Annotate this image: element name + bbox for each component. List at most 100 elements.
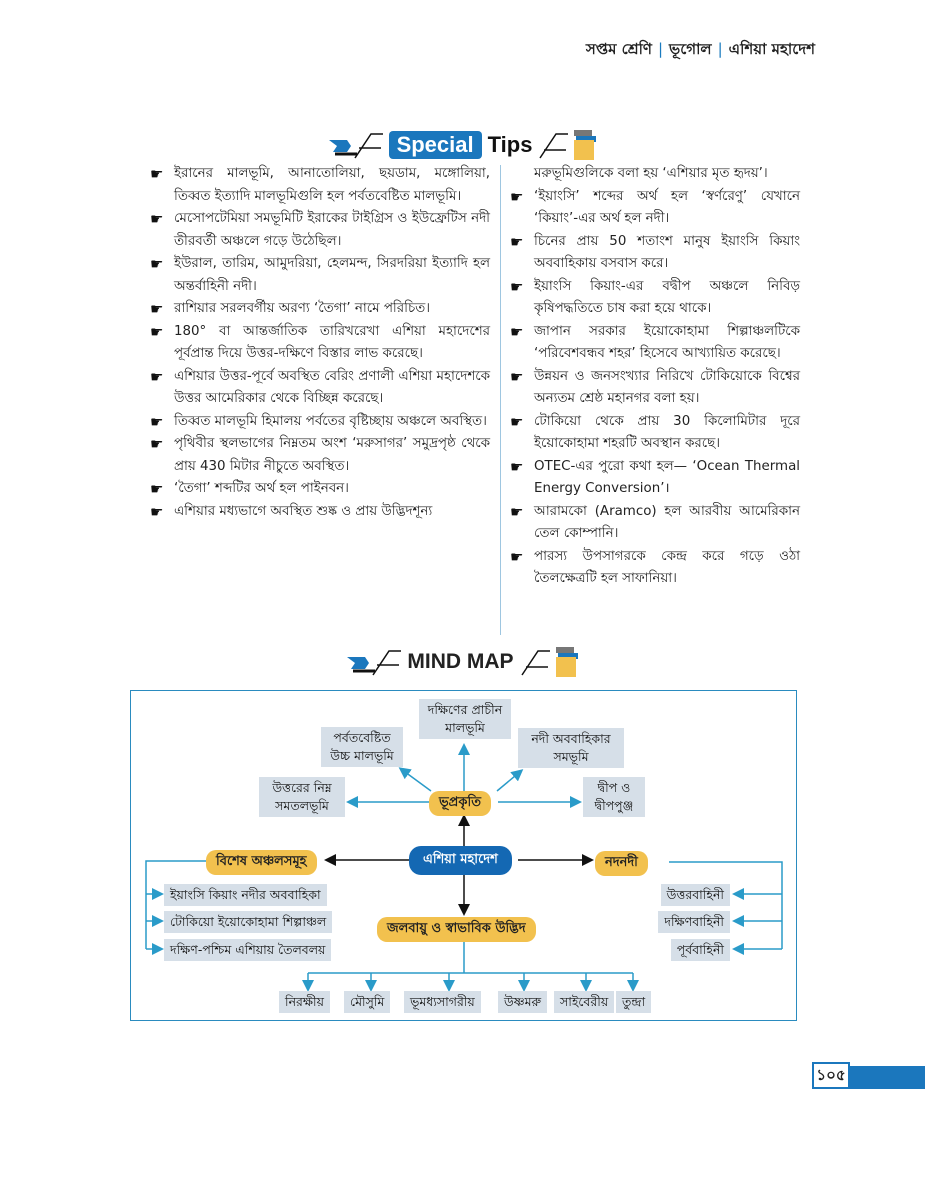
tip-text: ইরানের মালভূমি, আনাতোলিয়া, ছয়ডাম, মঙ্গ…: [174, 166, 490, 204]
tip-item: ☛ পারস্য উপসাগরকে কেন্দ্র করে গড়ে ওঠা তৈ…: [510, 546, 800, 591]
pointing-hand-icon: ☛: [150, 435, 164, 453]
tip-item: ☛ ইউরাল, তারিম, আমুদরিয়া, হেলমন্দ, সিরদর…: [150, 253, 490, 298]
pointing-hand-icon: ☛: [510, 232, 524, 251]
pointing-hand-icon: ☛: [150, 480, 164, 498]
folder-icon: [539, 130, 597, 160]
node-rivers: নদনদী: [595, 851, 648, 876]
tip-item: ☛ এশিয়ার উত্তর-পূর্বে অবস্থিত বেরিং প্রণ…: [150, 366, 490, 411]
tip-item: ☛ ইরানের মালভূমি, আনাতোলিয়া, ছয়ডাম, মঙ্…: [150, 163, 490, 208]
pointing-hand-icon: ☛: [150, 255, 164, 273]
tip-text: এশিয়ার মধ্যভাগে অবস্থিত শুষ্ক ও প্রায় …: [174, 503, 433, 519]
tip-item: ☛ 180° বা আন্তর্জাতিক তারিখরেখা এশিয়া মহ…: [150, 321, 490, 366]
tip-text: আরামকো (Aramco) হল আরবীয় আমেরিকান তেল ক…: [534, 503, 800, 542]
tip-item: ☛ রাশিয়ার সরলবর্গীয় অরণ্য ‘তৈগা’ নামে প…: [150, 298, 490, 321]
header-separator: |: [657, 40, 664, 58]
tip-text: চিনের প্রায় 50 শতাংশ মানুষ ইয়াংসি কিয়…: [534, 233, 800, 272]
node-tokyo-yokohama: টোকিয়ো ইয়োকোহামা শিল্পাঞ্চল: [164, 911, 333, 933]
tip-item: ☛ জাপান সরকার ইয়োকোহামা শিল্পাঞ্চলটিকে ‘…: [510, 321, 800, 366]
node-northern-lowland: উত্তরের নিম্ন সমতলভূমি: [259, 777, 345, 817]
node-yangtze-basin: ইয়াংসি কিয়াং নদীর অববাহিকা: [164, 884, 327, 906]
mind-map-title: MIND MAP: [407, 650, 514, 673]
tip-item: ☛ মেসোপটেমিয়া সমভূমিটি ইরাকের টাইগ্রিস ও…: [150, 208, 490, 253]
tip-item: ☛ এশিয়ার মধ্যভাগে অবস্থিত শুষ্ক ও প্রায়…: [150, 501, 490, 524]
tip-text: 180° বা আন্তর্জাতিক তারিখরেখা এশিয়া মহা…: [174, 323, 490, 362]
node-climate-vegetation: জলবায়ু ও স্বাভাবিক উদ্ভিদ: [377, 917, 536, 942]
node-southern-plateau: দক্ষিণের প্রাচীন মালভূমি: [419, 699, 511, 739]
node-north-flowing: উত্তরবাহিনী: [660, 884, 730, 906]
pointing-hand-icon: ☛: [150, 502, 164, 521]
node-east-flowing: পূর্ববাহিনী: [670, 939, 730, 961]
special-label: Special: [388, 131, 482, 159]
tip-text: ইউরাল, তারিম, আমুদরিয়া, হেলমন্দ, সিরদরি…: [174, 256, 490, 294]
tip-text: ইয়াংসি কিয়াং-এর বদ্বীপ অঞ্চলে নিবিড় ক…: [534, 278, 800, 317]
mind-map-heading: MIND MAP: [0, 645, 925, 679]
page-number: ১০৫: [812, 1062, 850, 1089]
pointing-hand-icon: ☛: [510, 412, 524, 431]
tips-left-column: ☛ ইরানের মালভূমি, আনাতোলিয়া, ছয়ডাম, মঙ্…: [150, 163, 490, 523]
arrow-decoration-icon: [328, 133, 383, 159]
special-tips-heading: Special Tips: [0, 128, 925, 162]
node-special-regions: বিশেষ অঞ্চলসমূহ: [206, 850, 317, 875]
pointing-hand-icon: ☛: [150, 322, 164, 341]
tip-text: মেসোপটেমিয়া সমভূমিটি ইরাকের টাইগ্রিস ও …: [174, 211, 490, 249]
tip-item: ☛ ‘ইয়াংসি’ শব্দের অর্থ হল ‘স্বর্ণরেণু’ য…: [510, 186, 800, 231]
header-class: সপ্তম শ্রেণি: [585, 40, 652, 58]
tip-item: ☛ ‘তৈগা’ শব্দটির অর্থ হল পাইনবন।: [150, 478, 490, 501]
tip-item: ☛ আরামকো (Aramco) হল আরবীয় আমেরিকান তেল …: [510, 501, 800, 546]
pointing-hand-icon: ☛: [510, 547, 524, 566]
pointing-hand-icon: ☛: [510, 187, 524, 206]
header-chapter: এশিয়া মহাদেশ: [728, 40, 815, 58]
tip-item: ☛ OTEC-এর পুরো কথা হল— ‘Ocean Thermal Ene…: [510, 456, 800, 501]
node-equatorial: নিরক্ষীয়: [279, 991, 330, 1013]
pointing-hand-icon: ☛: [510, 277, 524, 296]
tip-text: রাশিয়ার সরলবর্গীয় অরণ্য ‘তৈগা’ নামে পর…: [174, 301, 431, 316]
node-tundra: তুন্দ্রা: [616, 991, 652, 1013]
node-south-flowing: দক্ষিণবাহিনী: [658, 911, 730, 933]
tip-item: ☛ চিনের প্রায় 50 শতাংশ মানুষ ইয়াংসি কিয…: [510, 231, 800, 276]
tips-label: Tips: [487, 132, 533, 157]
tip-text: তিব্বত মালভূমি হিমালয় পর্বতের বৃষ্টিচ্ছ…: [174, 413, 487, 429]
header-subject: ভূগোল: [669, 40, 712, 58]
node-oil-belt: দক্ষিণ-পশ্চিম এশিয়ায় তৈলবলয়: [164, 939, 332, 961]
tip-text: পারস্য উপসাগরকে কেন্দ্র করে গড়ে ওঠা তৈল…: [534, 548, 800, 587]
node-landform: ভূপ্রকৃতি: [429, 791, 491, 816]
tip-text: OTEC-এর পুরো কথা হল— ‘Ocean Thermal Ener…: [534, 458, 800, 497]
node-monsoon: মৌসুমি: [344, 991, 391, 1013]
node-mediterranean: ভূমধ্যসাগরীয়: [404, 991, 481, 1013]
pointing-hand-icon: ☛: [510, 367, 524, 386]
pointing-hand-icon: ☛: [510, 502, 524, 521]
folder-icon: [520, 647, 578, 677]
tip-text: টোকিয়ো থেকে প্রায় 30 কিলোমিটার দূরে ইয…: [534, 413, 800, 452]
node-mountain-plateau: পর্বতবেষ্টিত উচ্চ মালভূমি: [321, 727, 403, 767]
pointing-hand-icon: ☛: [150, 300, 164, 318]
pointing-hand-icon: ☛: [150, 210, 164, 228]
tip-text: ‘ইয়াংসি’ শব্দের অর্থ হল ‘স্বর্ণরেণু’ যে…: [534, 188, 800, 227]
pointing-hand-icon: ☛: [150, 367, 164, 386]
node-asia-center: এশিয়া মহাদেশ: [409, 846, 512, 875]
pointing-hand-icon: ☛: [510, 457, 524, 476]
pointing-hand-icon: ☛: [510, 322, 524, 341]
pointing-hand-icon: ☛: [150, 165, 164, 183]
tip-continuation: মরুভূমিগুলিকে বলা হয় ‘এশিয়ার মৃত হৃদয়…: [534, 166, 768, 181]
tip-text: এশিয়ার উত্তর-পূর্বে অবস্থিত বেরিং প্রণা…: [174, 368, 490, 407]
node-hot-desert: উষ্ণমরু: [498, 991, 548, 1013]
tip-text: পৃথিবীর স্থলভাগের নিম্নতম অংশ ‘মরুসাগর’ …: [174, 436, 490, 474]
mind-map: দক্ষিণের প্রাচীন মালভূমি পর্বতবেষ্টিত উচ…: [130, 690, 797, 1021]
tip-item: ☛ পৃথিবীর স্থলভাগের নিম্নতম অংশ ‘মরুসাগর’…: [150, 433, 490, 478]
tip-text: ‘তৈগা’ শব্দটির অর্থ হল পাইনবন।: [174, 481, 349, 496]
pointing-hand-icon: ☛: [150, 412, 164, 431]
tips-right-column: মরুভূমিগুলিকে বলা হয় ‘এশিয়ার মৃত হৃদয়…: [510, 163, 800, 591]
node-river-plains: নদী অববাহিকার সমভূমি: [518, 728, 624, 768]
page-number-bar: [850, 1066, 925, 1089]
tip-text: জাপান সরকার ইয়োকোহামা শিল্পাঞ্চলটিকে ‘প…: [534, 323, 800, 362]
tip-item: ☛ উন্নয়ন ও জনসংখ্যার নিরিখে টোকিয়োকে বি…: [510, 366, 800, 411]
tip-item: ☛ ইয়াংসি কিয়াং-এর বদ্বীপ অঞ্চলে নিবিড় …: [510, 276, 800, 321]
header-separator: |: [717, 40, 723, 58]
node-islands: দ্বীপ ও দ্বীপপুঞ্জ: [583, 777, 645, 817]
running-header: সপ্তম শ্রেণি | ভূগোল | এশিয়া মহাদেশ: [586, 38, 815, 63]
tip-text: উন্নয়ন ও জনসংখ্যার নিরিখে টোকিয়োকে বিশ…: [534, 368, 800, 407]
column-divider: [500, 165, 501, 635]
tip-item: ☛ টোকিয়ো থেকে প্রায় 30 কিলোমিটার দূরে ই…: [510, 411, 800, 456]
tip-item: ☛ তিব্বত মালভূমি হিমালয় পর্বতের বৃষ্টিচ্…: [150, 411, 490, 434]
arrow-decoration-icon: [347, 650, 402, 676]
